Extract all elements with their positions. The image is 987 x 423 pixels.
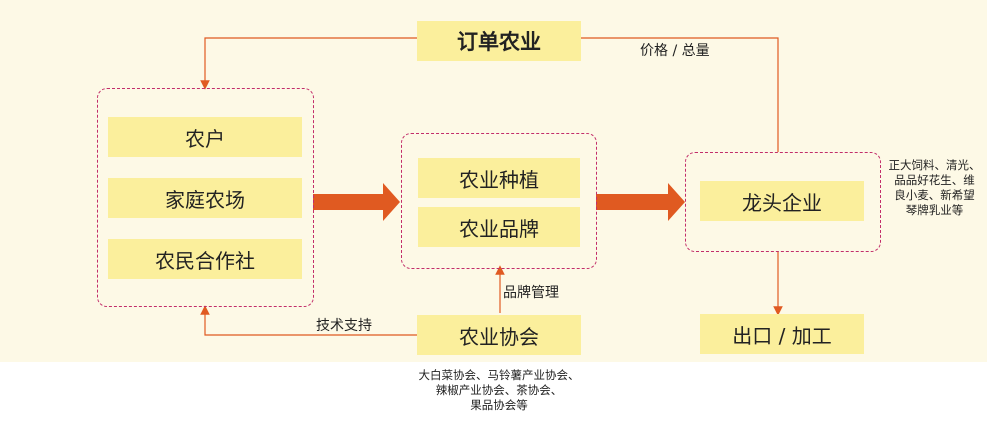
dragon-head-examples-note: 正大饲料、清光、 品品好花生、维 良小麦、新希望 琴牌乳业等 xyxy=(888,158,981,217)
center-to-right-arrow xyxy=(596,183,685,221)
farmer-box: 农户 xyxy=(108,117,302,157)
agriculture-brand-box: 农业品牌 xyxy=(418,207,580,247)
dragon-head-group xyxy=(685,152,881,252)
order-farming-box: 订单农业 xyxy=(417,21,581,61)
agriculture-group xyxy=(401,133,597,269)
left-to-center-arrow xyxy=(313,183,400,221)
price-volume-label: 价格 / 总量 xyxy=(640,43,710,59)
brand-management-label: 品牌管理 xyxy=(503,285,559,301)
tech-support-label: 技术支持 xyxy=(316,318,372,334)
export-processing-box: 出口 / 加工 xyxy=(700,314,864,354)
association-examples-note: 大白菜协会、马铃薯产业协会、 辣椒产业协会、茶协会、 果品协会等 xyxy=(418,368,580,412)
farmer-group xyxy=(97,88,314,307)
agriculture-association-box: 农业协会 xyxy=(417,315,581,355)
cooperative-box: 农民合作社 xyxy=(108,239,302,279)
order-to-left-connector xyxy=(200,37,417,90)
association-to-left-connector xyxy=(200,305,417,336)
dragonhead-to-order-connector xyxy=(581,37,779,152)
family-farm-box: 家庭农场 xyxy=(108,178,302,218)
dragon-head-enterprise-box: 龙头企业 xyxy=(700,181,864,221)
agriculture-planting-box: 农业种植 xyxy=(418,158,580,198)
